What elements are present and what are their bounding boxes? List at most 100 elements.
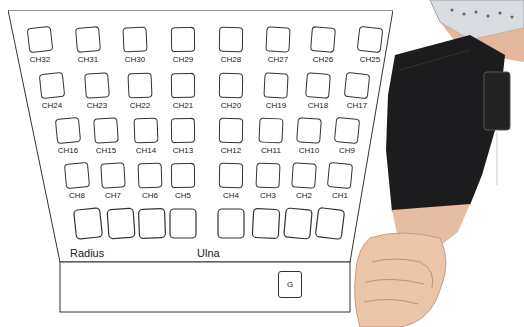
electrode-label: G <box>287 281 293 289</box>
electrode-pad: CH14 <box>130 118 162 155</box>
trapezoid-shape <box>8 10 393 262</box>
electrode-pad: CH32 <box>24 27 56 64</box>
electrode-pad: CH15 <box>90 118 122 155</box>
electrode-pad: CH21 <box>167 73 199 110</box>
electrode-square <box>84 72 110 99</box>
electrode-pad: CH10 <box>293 118 325 155</box>
channel-label: CH10 <box>299 147 319 155</box>
electrode-square <box>171 163 195 188</box>
channel-label: CH4 <box>223 192 239 200</box>
channel-label: CH17 <box>347 102 367 110</box>
channel-label: CH22 <box>130 102 150 110</box>
electrode-pad: CH18 <box>302 73 334 110</box>
channel-label: CH5 <box>175 192 191 200</box>
channel-label: CH15 <box>96 147 116 155</box>
reference-band <box>60 262 350 312</box>
electrode-square <box>263 72 288 98</box>
electrode-square <box>100 162 126 188</box>
arm-photo <box>355 0 524 327</box>
electrode-square <box>265 26 290 52</box>
channel-label: CH16 <box>58 147 78 155</box>
electrode-pad: CH6 <box>134 163 166 200</box>
channel-label: CH7 <box>105 192 121 200</box>
electrode-square <box>171 118 195 143</box>
electrode-square <box>344 72 370 99</box>
channel-label: CH9 <box>339 147 355 155</box>
electrode-square <box>93 117 119 144</box>
channel-label: CH2 <box>296 192 312 200</box>
bone-label: Ulna <box>197 247 220 259</box>
electrode-pad: CH31 <box>72 27 104 64</box>
electrode-pad: CH23 <box>81 73 113 110</box>
electrode-pad: CH26 <box>307 27 339 64</box>
channel-label: CH24 <box>42 102 62 110</box>
channel-label: CH26 <box>313 56 333 64</box>
electrode-pad: CH8 <box>61 163 93 200</box>
electrode-square <box>219 73 243 98</box>
electrode-pad: CH29 <box>167 27 199 64</box>
channel-label: CH32 <box>30 56 50 64</box>
electrode-square <box>310 26 336 53</box>
electrode-pad: CH19 <box>260 73 292 110</box>
electrode-pad: CH13 <box>167 118 199 155</box>
electrode-square <box>219 118 243 143</box>
electrode-pad: CH30 <box>119 27 151 64</box>
electrode-pad: CH25 <box>354 27 386 64</box>
electrode-square <box>171 73 195 98</box>
electrode-pad: CH16 <box>52 118 84 155</box>
electrode-square <box>334 117 360 144</box>
electrode-grid: RadiusUlnaCH32CH31CH30CH29CH28CH27CH26CH… <box>8 10 393 262</box>
ground-electrode: G <box>278 271 302 298</box>
electrode-square <box>39 72 65 99</box>
electrode-pad: CH5 <box>167 163 199 200</box>
channel-label: CH31 <box>78 56 98 64</box>
electrode-pad: CH2 <box>288 163 320 200</box>
channel-label: CH18 <box>308 102 328 110</box>
electrode-pad: CH11 <box>255 118 287 155</box>
electrode-square <box>134 118 159 144</box>
bone-label-wrap: Radius <box>70 243 104 261</box>
electrode-pad: CH27 <box>262 27 294 64</box>
channel-label: CH12 <box>221 147 241 155</box>
electrode-pad: CH7 <box>97 163 129 200</box>
electrode-pad: CH28 <box>215 27 247 64</box>
channel-label: CH19 <box>266 102 286 110</box>
electrode-square <box>64 162 90 189</box>
electrode-pad: CH22 <box>124 73 156 110</box>
channel-label: CH27 <box>268 56 288 64</box>
electrode-pad: CH20 <box>215 73 247 110</box>
electrode-square <box>291 162 317 189</box>
electrode-square <box>171 27 195 52</box>
trapezoid-outline <box>8 10 393 262</box>
channel-label: CH13 <box>173 147 193 155</box>
electrode-square <box>327 162 353 189</box>
electrode-pad: CH1 <box>324 163 356 200</box>
electrode-square <box>305 72 331 99</box>
channel-label: CH21 <box>173 102 193 110</box>
channel-label: CH25 <box>360 56 380 64</box>
unlabeled-pads <box>74 208 345 240</box>
channel-label: CH28 <box>221 56 241 64</box>
electrode-square <box>357 26 384 54</box>
electrode-square <box>219 27 243 52</box>
electrode-square <box>219 163 243 188</box>
electrode-pad: CH12 <box>215 118 247 155</box>
channel-label: CH6 <box>142 192 158 200</box>
electrode-square <box>55 117 81 144</box>
electrode-pad: CH24 <box>36 73 68 110</box>
bone-label-wrap: Ulna <box>197 243 220 261</box>
electrode-square <box>255 162 280 188</box>
electrode-pad: CH17 <box>341 73 373 110</box>
channel-label: CH1 <box>332 192 348 200</box>
channel-label: CH23 <box>87 102 107 110</box>
electrode-square <box>258 117 283 143</box>
electrode-square <box>122 26 147 52</box>
channel-label: CH29 <box>173 56 193 64</box>
electrode-square <box>75 26 101 53</box>
electrode-pad: CH4 <box>215 163 247 200</box>
channel-label: CH11 <box>261 147 281 155</box>
channel-label: CH20 <box>221 102 241 110</box>
electrode-pad: CH9 <box>331 118 363 155</box>
electrode-square <box>27 26 54 54</box>
